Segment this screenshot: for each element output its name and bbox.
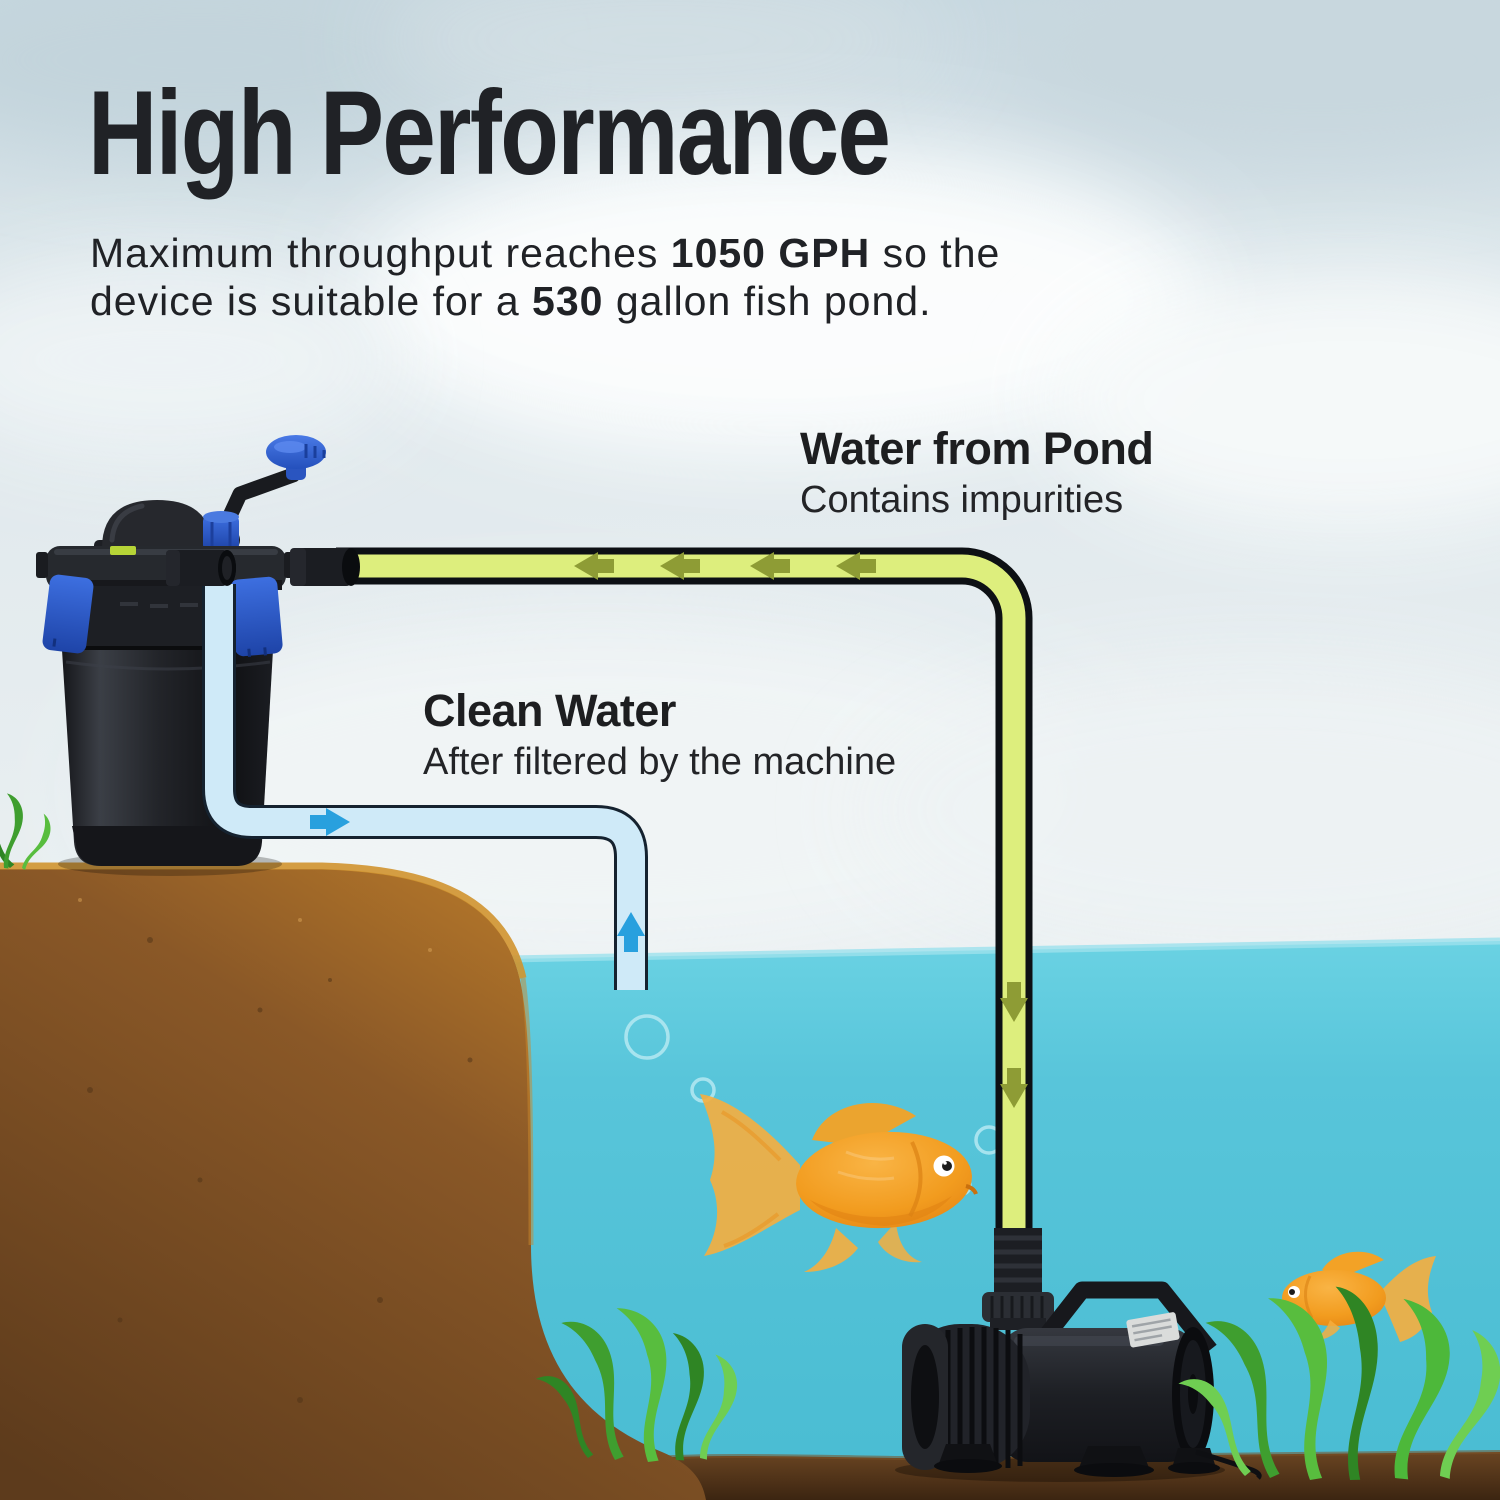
goldfish-dorsal-fin [1322,1251,1384,1276]
pump-hose-connector [982,1228,1054,1330]
ground-texture-dots [87,937,473,1403]
filter-sticker [110,546,136,555]
headline-block: High Performance Maximum throughput reac… [88,70,1090,326]
filter-valve-cap [203,511,239,550]
filter-locking-clip-right [229,576,283,657]
label-clean-water: Clean Water After filtered by the machin… [423,686,896,784]
subtitle-highlight-gph: 1050 GPH [670,230,871,276]
pump-label [1126,1312,1180,1348]
subtitle-highlight-gallons: 530 [532,277,604,324]
ground-cliff [0,862,706,1500]
label-water-from-pond: Water from Pond Contains impurities [800,423,1154,522]
filter-inlet-port [290,548,360,586]
dirty-water-tube [336,547,1033,1240]
pump-intake-cage [902,1324,1030,1470]
clean-water-subtitle: After filtered by the machine [423,740,897,783]
clean-water-tube [202,584,648,990]
pump-handle [1039,1281,1217,1356]
subtitle-text: Maximum throughput reaches [90,230,671,276]
filter-outlet-port-front [166,550,236,586]
water-from-pond-title: Water from Pond [800,423,1154,474]
clean-water-title: Clean Water [423,685,676,736]
goldfish-dorsal-fin [812,1103,916,1146]
pump-body [1000,1312,1214,1462]
submersible-pump [895,1228,1262,1482]
bubble-icon [624,1014,670,1060]
page-title: High Performance [88,66,891,200]
filter-locking-clip-left [42,574,94,654]
goldfish-mouth [965,1184,978,1195]
ground-rim-highlight [0,862,527,979]
filter-lid [94,500,220,554]
goldfish-body [796,1131,972,1229]
water-from-pond-subtitle: Contains impurities [800,478,1124,521]
goldfish-large [700,1094,978,1272]
pump-power-cord [1195,1449,1262,1480]
pump-suction-feet [934,1444,1220,1477]
page-subtitle: Maximum throughput reaches 1050 GPH so t… [90,230,1001,324]
